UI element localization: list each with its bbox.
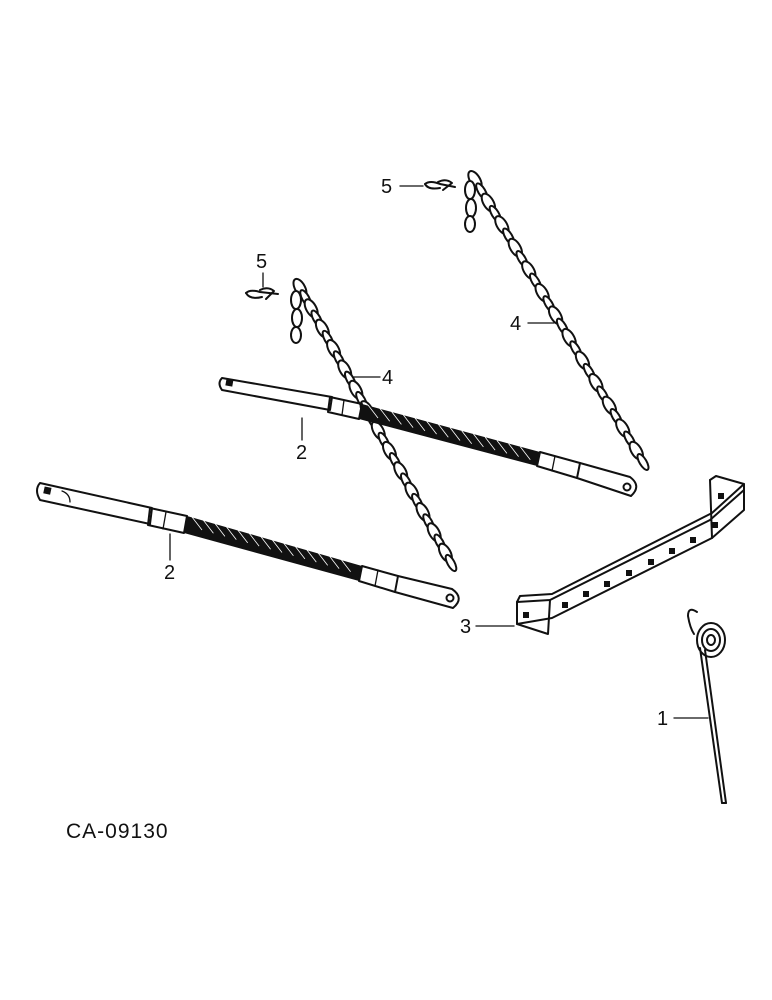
cable-strand <box>248 532 260 547</box>
bracket-hole <box>626 570 632 576</box>
cable-strand <box>473 433 484 448</box>
bracket-hole <box>583 591 589 597</box>
rod-upper <box>218 377 638 497</box>
pin-upper <box>424 179 456 191</box>
cable-strand <box>414 417 426 432</box>
rod-lower <box>36 482 460 609</box>
cable-strand <box>367 404 379 419</box>
bracket-hole <box>690 537 696 543</box>
callout-spring: 1 <box>657 708 668 730</box>
chain-link <box>444 553 458 573</box>
cable-strand <box>317 552 329 566</box>
cable-strand <box>203 519 214 534</box>
cable-strand <box>260 536 271 550</box>
spring <box>687 608 727 804</box>
cable-strand <box>237 529 249 544</box>
callout-chain-lower: 4 <box>382 367 393 389</box>
cable-strand <box>271 539 283 553</box>
callout-pin-upper: 5 <box>381 176 392 198</box>
cable-strand <box>508 443 519 457</box>
callout-bracket: 3 <box>460 616 471 638</box>
cable-strand <box>402 414 414 428</box>
cable-strand <box>496 440 508 454</box>
callout-pin-lower: 5 <box>256 251 267 273</box>
leader-lines <box>169 185 709 719</box>
cable-strand <box>283 542 294 556</box>
cable-strand <box>305 548 317 563</box>
cable-strand <box>340 558 351 573</box>
chain-link <box>636 453 650 471</box>
chain-lower <box>290 277 458 573</box>
cable-strand <box>519 446 531 461</box>
cable-strand <box>191 516 203 531</box>
bracket-hole <box>648 559 654 565</box>
cable-strand <box>426 420 437 435</box>
chain-upper <box>464 170 650 471</box>
cable-strand <box>484 436 496 451</box>
cable-strand <box>294 545 306 560</box>
chain-lower-hook-end <box>290 290 303 344</box>
cable-strand <box>379 407 391 422</box>
cable-strand <box>437 424 449 438</box>
cable-strand <box>225 526 237 540</box>
cable-strand <box>391 411 402 425</box>
cable-strand <box>214 523 226 537</box>
figure-id: CA-09130 <box>66 820 169 843</box>
bracket-hole <box>604 581 610 587</box>
callout-chain-upper: 4 <box>510 313 521 335</box>
cable-strand <box>449 427 461 441</box>
bracket-hole <box>562 602 568 608</box>
callout-rod-upper: 2 <box>296 442 307 464</box>
bracket-hole <box>669 548 675 554</box>
bracket-hole <box>712 522 718 528</box>
cable-strand <box>328 555 340 569</box>
pin-lower <box>245 287 279 300</box>
callout-rod-lower: 2 <box>164 562 175 584</box>
bracket <box>516 475 745 635</box>
cable-strand <box>461 430 473 444</box>
chain-upper-hook-end <box>464 180 477 233</box>
